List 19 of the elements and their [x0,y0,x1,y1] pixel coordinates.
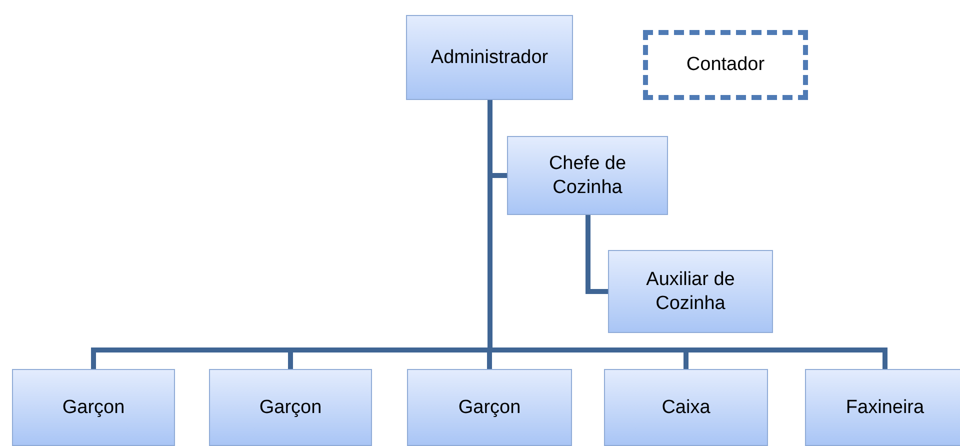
role-label: Faxineira [846,396,924,420]
org-box [209,369,372,446]
role-label: Garçon [259,396,322,420]
org-box [805,369,960,446]
connector-line [586,215,608,294]
role-label: Administrador [430,46,548,70]
role-label: Contador [686,53,765,77]
role-label: Caixa [662,396,710,420]
org-box [407,369,572,446]
org-box [12,369,175,446]
org-box [608,250,773,333]
org-box [604,369,768,446]
role-label: Chefe de Cozinha [548,152,628,200]
role-label: Garçon [62,396,125,420]
org-box [507,136,668,215]
role-label: Garçon [458,396,521,420]
org-box [406,15,573,100]
role-label: Auxiliar de Cozinha [645,268,736,316]
org-box [643,30,808,100]
